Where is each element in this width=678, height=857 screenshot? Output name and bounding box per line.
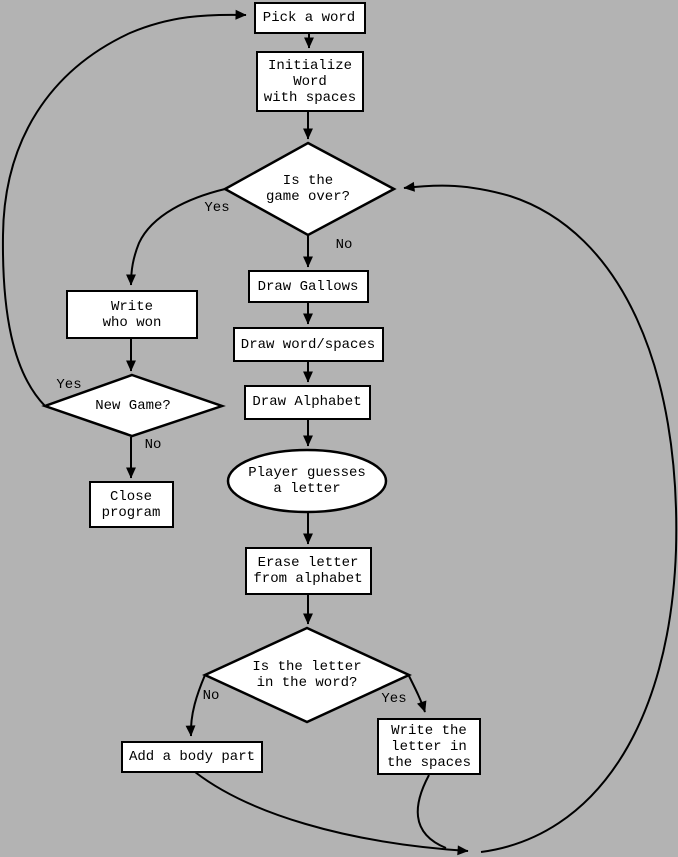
edge-label-game-over-yes: Yes — [204, 200, 230, 216]
node-close-program-label: Close program — [101, 489, 161, 521]
node-write-who-won-box — [66, 290, 198, 339]
node-write-letter-label: Write the letter in the spaces — [386, 723, 472, 771]
node-draw-alphabet-label: Draw Alphabet — [252, 394, 362, 410]
edge-label-letter-in-word-no: No — [202, 688, 220, 704]
edge-label-new-game-no: No — [144, 437, 162, 453]
node-initialize-box — [256, 51, 364, 112]
node-new-game-diamond — [41, 373, 226, 438]
node-write-who-won-label: Write who won — [102, 299, 162, 331]
edge-new-game-yes-to-pick-word — [1, 9, 247, 407]
node-erase-letter-box — [245, 547, 372, 595]
node-erase-letter-label: Erase letter from alphabet — [253, 555, 363, 587]
node-draw-gallows-label: Draw Gallows — [257, 279, 359, 295]
node-draw-word-spaces-label: Draw word/spaces — [240, 337, 376, 353]
node-game-over-diamond — [222, 141, 397, 237]
edge-add-body-part-to-loop — [194, 771, 469, 856]
node-close-program-box — [89, 481, 174, 528]
edge-loop-to-game-over — [403, 181, 678, 853]
node-new-game-label: New Game? — [95, 398, 171, 414]
node-draw-gallows-box — [248, 270, 369, 303]
node-player-guesses-ellipse — [226, 448, 388, 514]
node-draw-alphabet-box — [244, 385, 371, 420]
node-pick-word-box — [254, 2, 366, 34]
edge-letter-no-to-add-body-part — [185, 674, 206, 737]
node-add-body-part-label: Add a body part — [128, 749, 256, 765]
node-draw-word-spaces-box — [233, 327, 384, 362]
edge-write-letter-to-loop — [416, 774, 447, 849]
node-letter-in-word-label: Is the letter in the word? — [252, 659, 362, 691]
edge-label-letter-in-word-yes: Yes — [381, 691, 407, 707]
edge-label-new-game-yes: Yes — [56, 377, 82, 393]
node-letter-in-word-diamond — [202, 626, 412, 724]
node-game-over-label: Is the game over? — [265, 173, 351, 205]
edge-game-over-yes-to-write-who-won — [126, 188, 226, 286]
node-pick-word-label: Pick a word — [262, 10, 356, 26]
edge-letter-yes-to-write-letter — [408, 675, 427, 713]
node-initialize-label: Initialize Word with spaces — [263, 58, 357, 106]
node-player-guesses-label: Player guesses a letter — [248, 465, 366, 497]
node-add-body-part-box — [121, 741, 263, 773]
edge-label-game-over-no: No — [335, 237, 353, 253]
node-write-letter-box — [377, 718, 481, 775]
